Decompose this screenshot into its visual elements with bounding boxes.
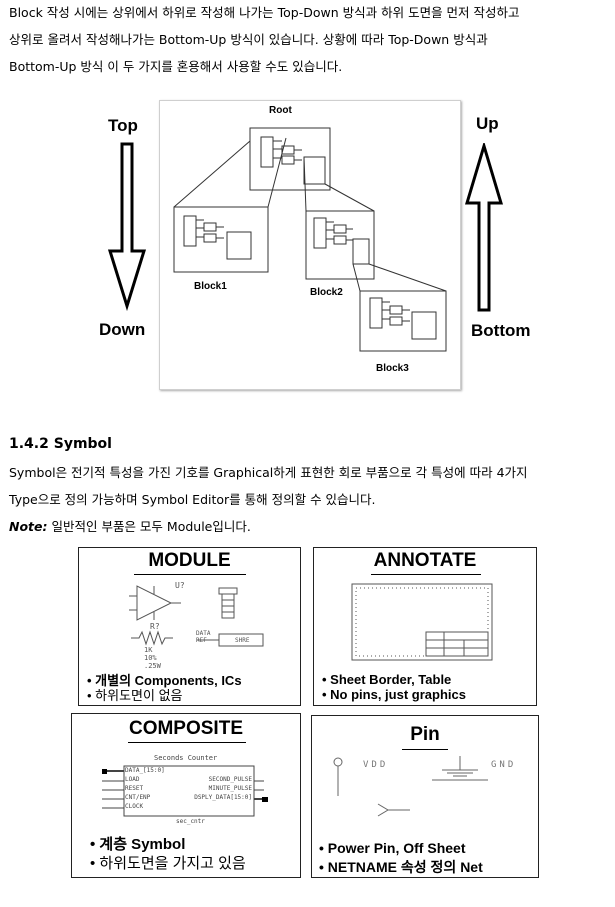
composite-right-pins: SECOND_PULSE MINUTE_PULSE DSPLY_DATA[15:…: [182, 775, 252, 802]
pin-minute-pulse: MINUTE_PULSE: [208, 785, 252, 792]
pin-second-pulse: SECOND_PULSE: [208, 776, 252, 783]
ref-label: REF: [196, 637, 207, 644]
module-title: MODULE: [148, 550, 231, 571]
annotate-bullet-1: • Sheet Border, Table: [322, 672, 452, 687]
block1-label: Block1: [194, 281, 227, 292]
resistor-ref: R?: [150, 622, 160, 631]
pin-box: Pin VDD GND • Power Pin, Off Sheet • NET…: [311, 715, 539, 878]
composite-block-footer: sec_cntr: [176, 818, 205, 825]
section-paragraph: Symbol은 전기적 특성을 가진 기호를 Graphical하게 표현한 회…: [9, 464, 609, 545]
note-text: 일반적인 부품은 모두 Module입니다.: [47, 519, 251, 534]
opamp-ref: U?: [175, 581, 185, 590]
block3-label: Block3: [376, 363, 409, 374]
resistor-value-3: .25W: [144, 662, 161, 670]
section-line-1: Symbol은 전기적 특성을 가진 기호를 Graphical하게 표현한 회…: [9, 465, 528, 480]
pin-data: DATA_[15:0]: [125, 767, 165, 774]
hierarchy-diagram: [173, 127, 447, 352]
resistor-value-2: 10%: [144, 654, 157, 662]
composite-box: COMPOSITE Seconds Counter DATA_[15:0] LO…: [71, 713, 301, 878]
up-label: Up: [476, 114, 499, 133]
root-label: Root: [269, 105, 292, 116]
data-label: DATA: [196, 630, 211, 637]
top-label: Top: [108, 116, 138, 135]
intro-line-3: Bottom-Up 방식 이 두 가지를 혼용해서 사용할 수도 있습니다.: [9, 59, 343, 74]
module-bullet-2: • 하위도면이 없음: [87, 688, 183, 703]
module-bullets: • 개별의 Components, ICs • 하위도면이 없음: [87, 673, 242, 703]
resistor-values: 1K 10% .25W: [144, 646, 161, 670]
connector-labels: DATA REF: [196, 630, 210, 644]
annotate-bullets: • Sheet Border, Table • No pins, just gr…: [322, 672, 466, 702]
module-title-underline: [134, 574, 246, 575]
block2-label: Block2: [310, 287, 343, 298]
pin-load: LOAD: [125, 776, 140, 783]
bottom-label: Bottom: [471, 321, 531, 340]
annotate-title: ANNOTATE: [373, 550, 477, 571]
composite-bullet-2: • 하위도면을 가지고 있음: [90, 855, 246, 872]
composite-title-underline: [128, 742, 246, 743]
module-bullet-1: • 개별의 Components, ICs: [87, 673, 242, 688]
annotate-bullet-2: • No pins, just graphics: [322, 687, 466, 702]
section-line-2: Type으로 정의 가능하며 Symbol Editor를 통해 정의할 수 있…: [9, 492, 376, 507]
composite-bullet-1: • 계층 Symbol: [90, 836, 186, 853]
shre-label: SHRE: [235, 637, 250, 644]
up-arrow-icon: [464, 143, 504, 312]
annotate-title-underline: [371, 574, 481, 575]
composite-left-pins: DATA_[15:0] LOAD RESET CNT/ENP CLOCK: [125, 766, 165, 811]
composite-title: COMPOSITE: [128, 718, 243, 739]
annotate-box: ANNOTATE • Sheet Border, Table • No pins…: [313, 547, 537, 706]
pin-clock: CLOCK: [125, 803, 144, 810]
pin-bullet-2: • NETNAME 속성 정의 Net: [319, 859, 483, 875]
pin-title-underline: [402, 749, 448, 750]
hierarchy-diagram-panel: Root Block1 Block2 Block3: [159, 100, 461, 390]
note-line: Note: 일반적인 부품은 모두 Module입니다.: [9, 518, 609, 545]
hierarchy-figure: Top Down Up Bottom: [95, 96, 531, 390]
down-label: Down: [99, 320, 146, 339]
pin-bullets: • Power Pin, Off Sheet • NETNAME 속성 정의 N…: [319, 839, 483, 877]
pin-title: Pin: [410, 724, 440, 745]
intro-line-2: 상위로 올려서 작성해나가는 Bottom-Up 방식이 있습니다. 상황에 따…: [9, 32, 488, 47]
sheet-border-icon: [351, 583, 493, 661]
composite-block-title: Seconds Counter: [154, 754, 218, 762]
module-graphics: [129, 585, 264, 647]
intro-paragraph: Block 작성 시에는 상위에서 하위로 작성해 나가는 Top-Down 방…: [9, 4, 609, 85]
gnd-label: GND: [491, 760, 517, 770]
vdd-label: VDD: [363, 760, 389, 770]
composite-bullets: • 계층 Symbol • 하위도면을 가지고 있음: [90, 835, 246, 873]
pin-graphics: [333, 756, 488, 817]
composite-block-graphic: [102, 765, 268, 817]
pin-dsply-data: DSPLY_DATA[15:0]: [194, 794, 252, 801]
pin-cnt-enp: CNT/ENP: [125, 794, 151, 801]
down-arrow-icon: [107, 142, 147, 311]
resistor-value-1: 1K: [144, 646, 153, 654]
pin-bullet-1: • Power Pin, Off Sheet: [319, 840, 466, 856]
intro-line-1: Block 작성 시에는 상위에서 하위로 작성해 나가는 Top-Down 방…: [9, 5, 520, 20]
module-box: MODULE U? R? 1K 10% .25W DATA REF SHRE: [78, 547, 301, 706]
note-label: Note:: [9, 519, 48, 534]
pin-reset: RESET: [125, 785, 144, 792]
section-heading: 1.4.2 Symbol: [9, 436, 112, 452]
